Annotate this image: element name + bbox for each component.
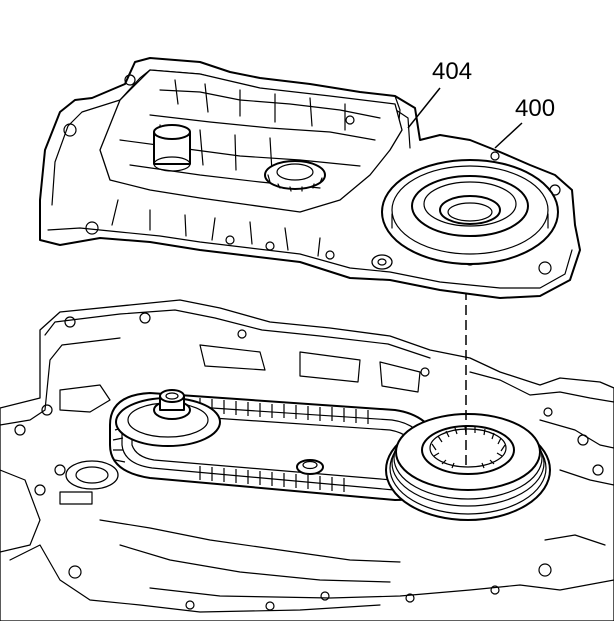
callout-404: 404	[432, 58, 473, 85]
callout-leaders	[407, 87, 523, 149]
driven-sprocket-clutch-pack	[385, 413, 551, 521]
callout-400: 400	[515, 95, 556, 122]
bearing-bore	[381, 159, 559, 265]
drive-sprocket	[115, 389, 221, 447]
plug	[296, 459, 324, 475]
